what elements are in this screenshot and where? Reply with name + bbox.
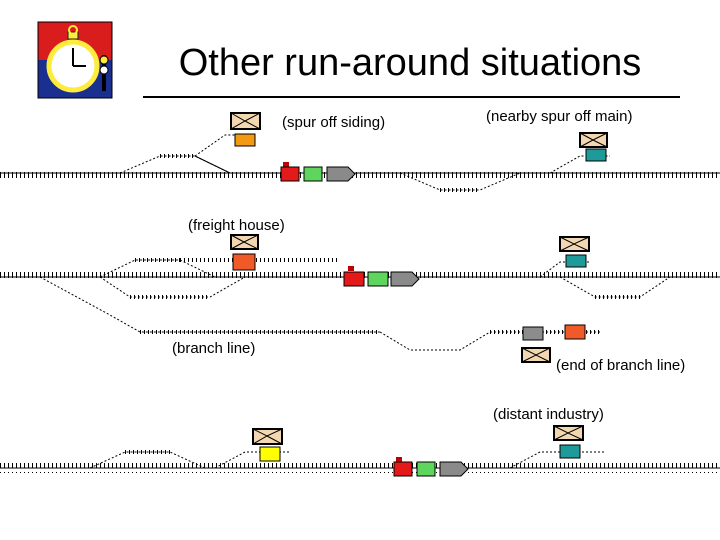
envelope-icon [559,236,590,252]
envelope-icon [521,347,551,363]
label-nearby-spur-off-main: (nearby spur off main) [486,108,633,125]
freight-car-red [564,324,586,340]
freight-car-orange [234,133,256,147]
envelope-icon [230,234,259,250]
freight-car-red [232,253,256,271]
locomotive-2 [343,266,420,287]
track-row-1 [0,134,720,192]
freight-car-gray [522,326,544,341]
label-distant-industry: (distant industry) [493,406,604,423]
envelope-icon [230,112,261,130]
stopwatch-signal-icon [37,21,113,99]
locomotive-1 [280,162,356,182]
envelope-icon [553,425,584,441]
label-branch-line: (branch line) [172,340,256,357]
freight-car-yellow [259,446,281,462]
freight-car-teal [565,254,587,268]
label-spur-off-siding: (spur off siding) [282,114,386,131]
track-row-3 [0,450,720,473]
freight-car-teal [585,148,607,162]
envelope-icon [252,428,283,445]
locomotive-3 [393,457,469,477]
envelope-icon [579,132,608,148]
label-freight-house: (freight house) [188,217,285,234]
freight-car-teal [559,444,581,459]
page-title: Other run-around situations [178,42,642,84]
label-end-of-branch-line: (end of branch line) [556,357,686,374]
